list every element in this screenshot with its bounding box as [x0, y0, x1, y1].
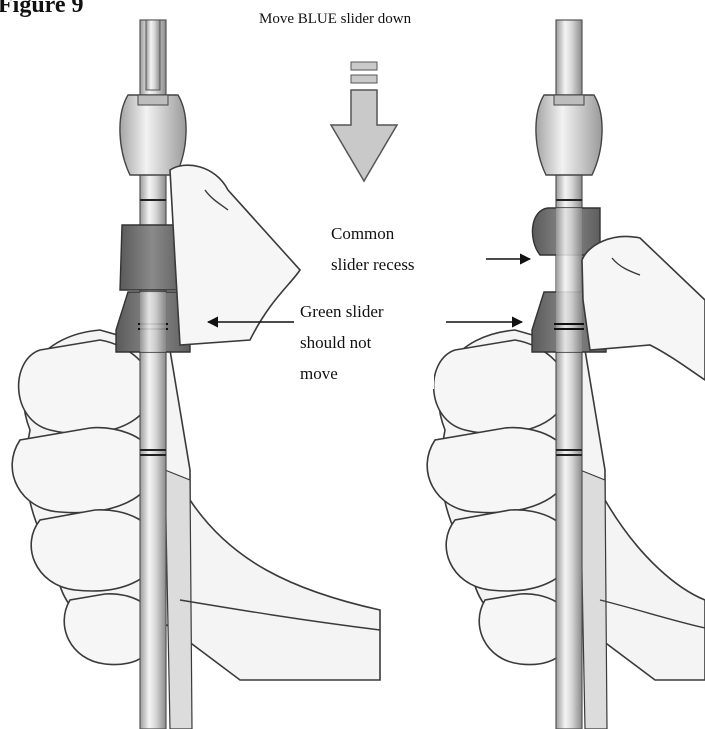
right-cap — [536, 95, 602, 175]
left-finger-3 — [31, 510, 158, 591]
recess-callout-line-2: slider recess — [331, 249, 471, 280]
green-callout-line-2: should not — [300, 327, 430, 358]
green-callout-line-1: Green slider — [300, 296, 430, 327]
recess-callout: Common slider recess — [327, 218, 475, 280]
left-cap — [120, 95, 186, 175]
right-device — [427, 20, 705, 729]
green-callout-line-3: move — [300, 358, 430, 389]
recess-callout-line-1: Common — [331, 218, 471, 249]
green-slider-callout: Green slider should not move — [296, 296, 434, 389]
right-finger-3 — [446, 510, 573, 591]
left-thumb — [170, 165, 300, 345]
arrow-down-icon — [331, 62, 397, 181]
right-finger-1 — [434, 340, 567, 434]
right-thumb — [582, 237, 705, 380]
left-finger-1 — [19, 340, 152, 434]
